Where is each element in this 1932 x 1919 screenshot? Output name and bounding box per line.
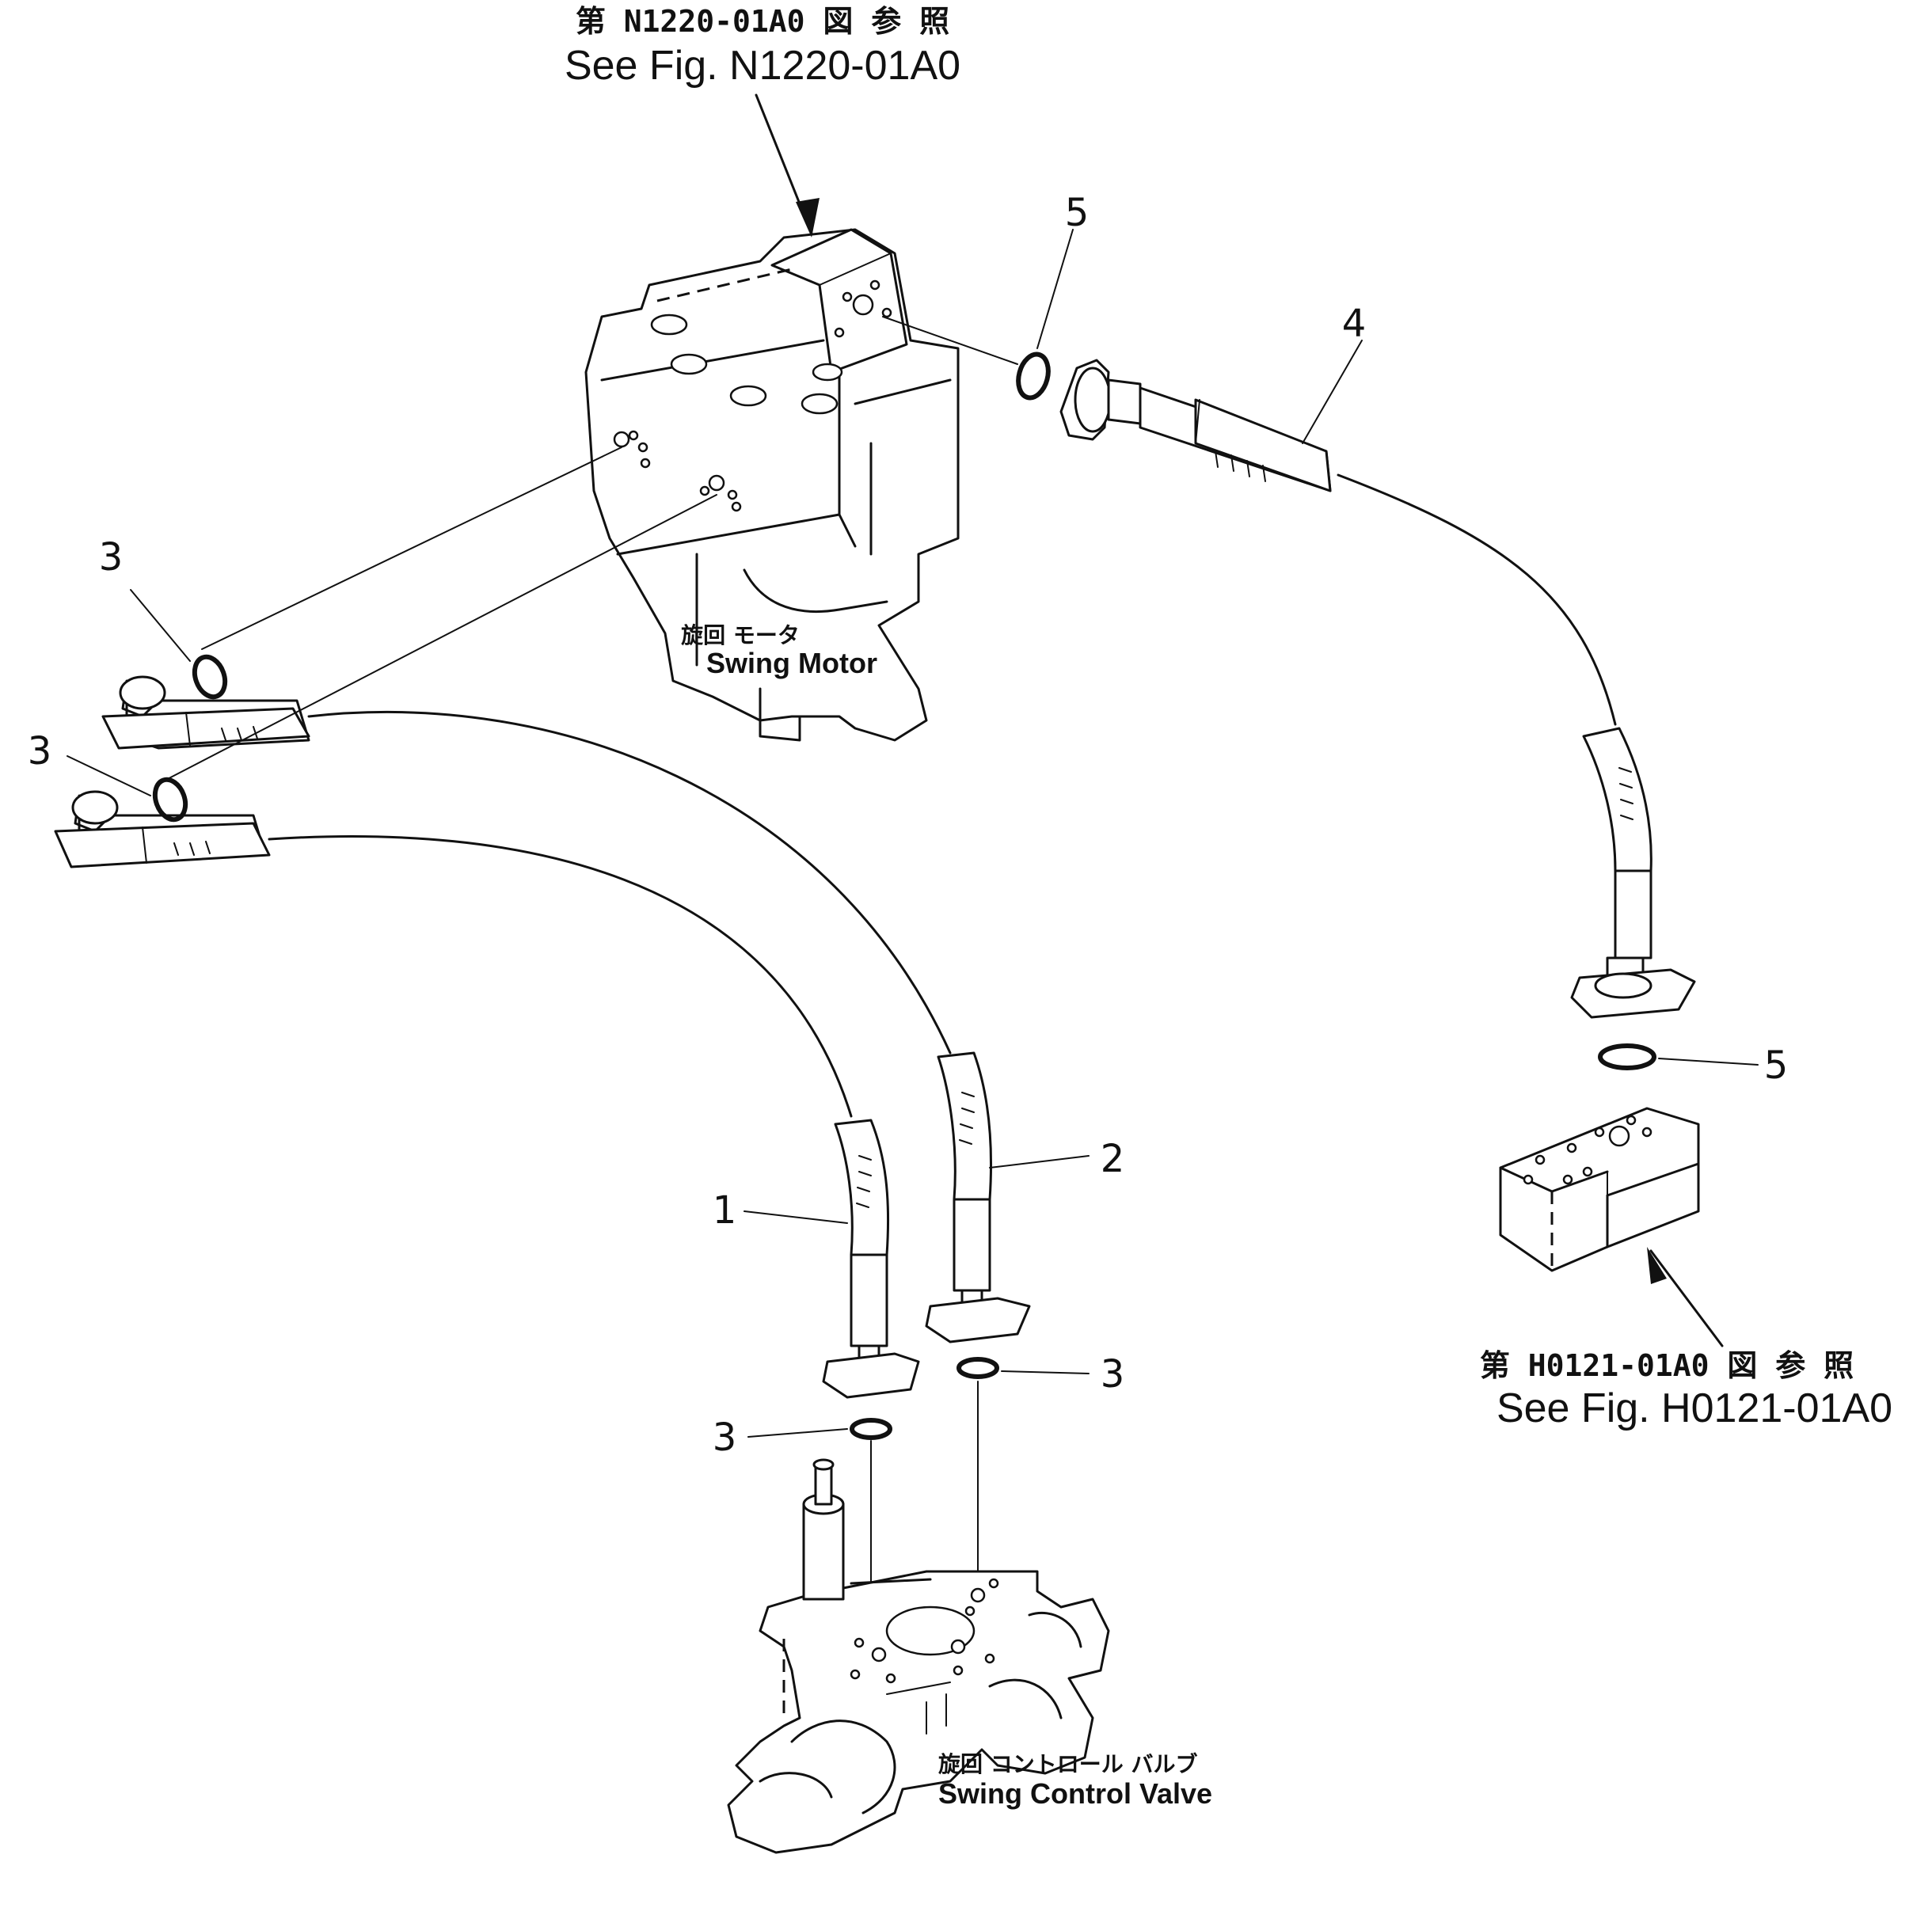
leader-5-top — [1036, 229, 1074, 349]
reference-arrow-bottom-right — [1647, 1247, 1724, 1347]
o-ring-3-mid[interactable] — [150, 775, 191, 823]
leader-motor-top-port — [882, 316, 1018, 365]
callout-3-valve-left: 3 — [713, 1416, 737, 1460]
reference-top-en: See Fig. N1220-01A0 — [565, 43, 960, 89]
o-ring-5-right[interactable] — [1598, 1043, 1656, 1070]
callout-3-upper: 3 — [99, 535, 124, 580]
o-ring-5-top[interactable] — [1014, 351, 1052, 401]
leader-3-valve-left — [747, 1428, 848, 1438]
callout-5-top: 5 — [1065, 191, 1090, 235]
swing-control-valve-label-en: Swing Control Valve — [938, 1777, 1212, 1810]
leader-motor-port-1 — [201, 446, 622, 650]
hose-4[interactable] — [1059, 359, 1696, 1019]
reference-top-jp: 第 N1220-01A0 図 参 照 — [576, 4, 949, 39]
leader-2 — [989, 1155, 1090, 1168]
o-ring-3-upper[interactable] — [189, 652, 230, 701]
leader-4 — [1302, 340, 1363, 444]
leader-3-upper — [130, 589, 191, 662]
hose-1[interactable] — [54, 790, 920, 1399]
swing-control-valve[interactable] — [727, 1458, 1110, 1854]
leader-5-right — [1658, 1058, 1759, 1066]
callout-4: 4 — [1342, 302, 1367, 346]
o-ring-3-valve-left[interactable] — [850, 1418, 892, 1440]
callout-5-right: 5 — [1764, 1043, 1789, 1088]
reference-bottom-right-en: See Fig. H0121-01A0 — [1497, 1385, 1892, 1431]
leader-motor-port-2 — [158, 494, 717, 785]
valve-block-h0121[interactable] — [1499, 1107, 1700, 1272]
callout-1: 1 — [713, 1188, 737, 1233]
hose-2[interactable] — [101, 675, 1031, 1343]
callout-3-valve-right: 3 — [1101, 1352, 1125, 1396]
callout-3-mid: 3 — [28, 729, 52, 773]
leader-3-mid — [67, 755, 151, 796]
leader-1 — [744, 1210, 848, 1224]
callout-2: 2 — [1101, 1137, 1125, 1181]
swing-motor[interactable] — [584, 228, 960, 742]
reference-bottom-right-jp: 第 H0121-01A0 図 参 照 — [1480, 1348, 1854, 1383]
swing-motor-label-en: Swing Motor — [706, 647, 877, 679]
swing-motor-label-jp: 旋回 モータ — [681, 622, 800, 648]
leader-3-valve-right — [1001, 1370, 1090, 1374]
o-ring-3-valve-right[interactable] — [956, 1357, 999, 1379]
swing-control-valve-label-jp: 旋回 コントロール バルブ — [938, 1751, 1198, 1777]
reference-arrow-top — [755, 93, 820, 238]
